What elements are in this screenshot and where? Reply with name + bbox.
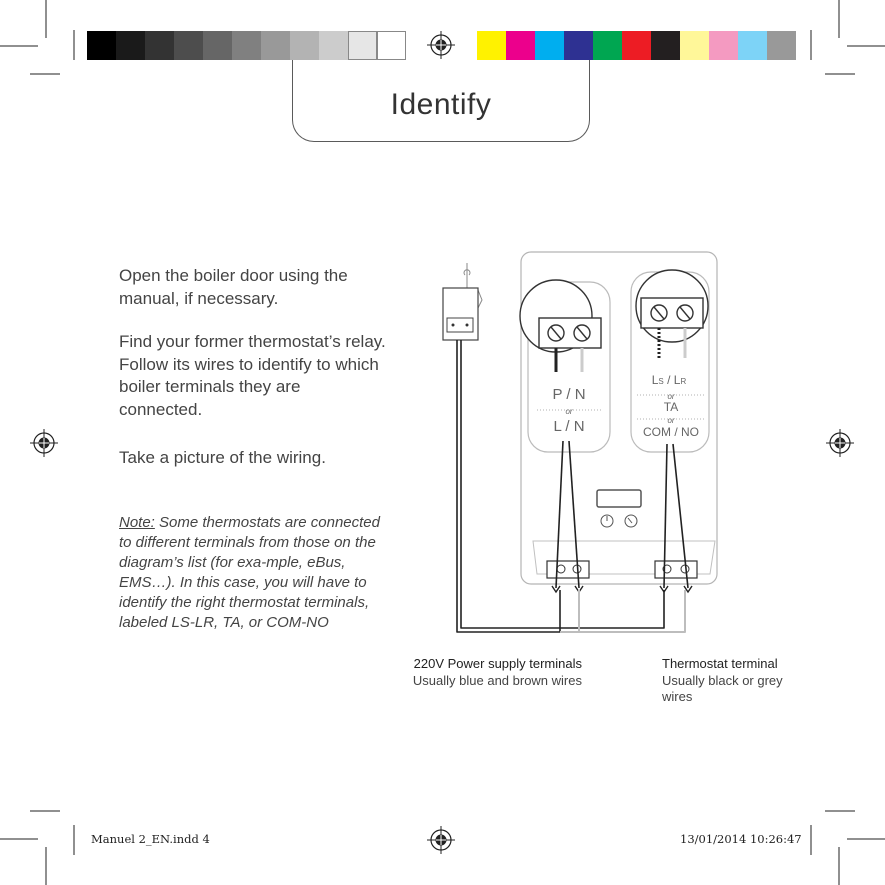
thermo-label-com-no: COM / NO — [643, 425, 699, 439]
bottom-thermo-block — [654, 560, 698, 579]
color-swatch — [506, 31, 535, 60]
color-swatch — [261, 31, 290, 60]
color-swatch — [738, 31, 767, 60]
relay-wires — [456, 340, 686, 633]
page-title: Identify — [390, 88, 492, 121]
color-swatch — [203, 31, 232, 60]
boiler-lower-panel — [532, 540, 716, 575]
thermostat-caption-subtitle: Usually black or grey wires — [662, 672, 783, 705]
color-swatch — [593, 31, 622, 60]
footer-timestamp: 13/01/2014 10:26:47 — [680, 832, 802, 846]
power-caption: 220V Power supply terminals Usually blue… — [392, 656, 582, 689]
power-label-or: or — [565, 407, 572, 416]
thermo-label-or-2: or — [667, 416, 674, 425]
registration-mark-bottom — [427, 826, 455, 854]
thermostat-caption-title: Thermostat terminal — [662, 656, 778, 671]
thermo-label-ta: TA — [664, 400, 678, 414]
color-swatch — [767, 31, 796, 60]
thermostat-terminal-block — [640, 297, 704, 329]
note-body: Some thermostats are connected to differ… — [119, 514, 380, 631]
power-caption-subtitle: Usually blue and brown wires — [412, 672, 582, 688]
boiler-diagram: P / N or L / N LS / LR or TA or COM / NO — [442, 251, 718, 633]
instruction-paragraph-2: Find your former thermostat’s relay. Fol… — [119, 332, 386, 419]
color-swatch — [290, 31, 319, 60]
power-label-pn: P / N — [552, 386, 585, 403]
grayscale-calibration-bar — [87, 31, 406, 60]
color-swatch — [174, 31, 203, 60]
color-swatch — [87, 31, 116, 60]
arrow-icons — [551, 585, 693, 594]
color-swatch — [651, 31, 680, 60]
color-swatch — [116, 31, 145, 60]
instruction-paragraph-3: Take a picture of the wiring. — [119, 448, 326, 467]
thermo-label-or-1: or — [667, 392, 674, 401]
thermostat-caption: Thermostat terminal Usually black or gre… — [662, 656, 802, 706]
color-swatch — [348, 31, 377, 60]
note-label: Note: — [119, 514, 155, 531]
color-swatch — [535, 31, 564, 60]
footer-filename: Manuel 2_EN.indd 4 — [91, 832, 210, 846]
registration-mark-right — [826, 429, 854, 457]
color-calibration-bar — [477, 31, 796, 60]
color-swatch — [145, 31, 174, 60]
color-swatch — [622, 31, 651, 60]
bottom-power-block — [546, 560, 590, 579]
color-swatch — [477, 31, 506, 60]
thermo-label-ls-lr: LS / LR — [652, 373, 687, 387]
registration-mark-top — [427, 31, 455, 59]
color-swatch — [232, 31, 261, 60]
color-swatch — [377, 31, 406, 60]
registration-mark-left — [30, 429, 58, 457]
color-swatch — [680, 31, 709, 60]
boiler-display — [596, 489, 642, 508]
color-swatch — [709, 31, 738, 60]
power-label-ln: L / N — [553, 418, 584, 435]
relay-terminal — [446, 317, 474, 333]
leader-lines — [555, 440, 689, 589]
note: Note: Some thermostats are connected to … — [119, 513, 381, 633]
instruction-paragraph-1: Open the boiler door using the manual, i… — [119, 266, 348, 308]
power-caption-title: 220V Power supply terminals — [413, 656, 582, 671]
color-swatch — [564, 31, 593, 60]
color-swatch — [319, 31, 348, 60]
title-tab: Identify — [292, 60, 590, 142]
